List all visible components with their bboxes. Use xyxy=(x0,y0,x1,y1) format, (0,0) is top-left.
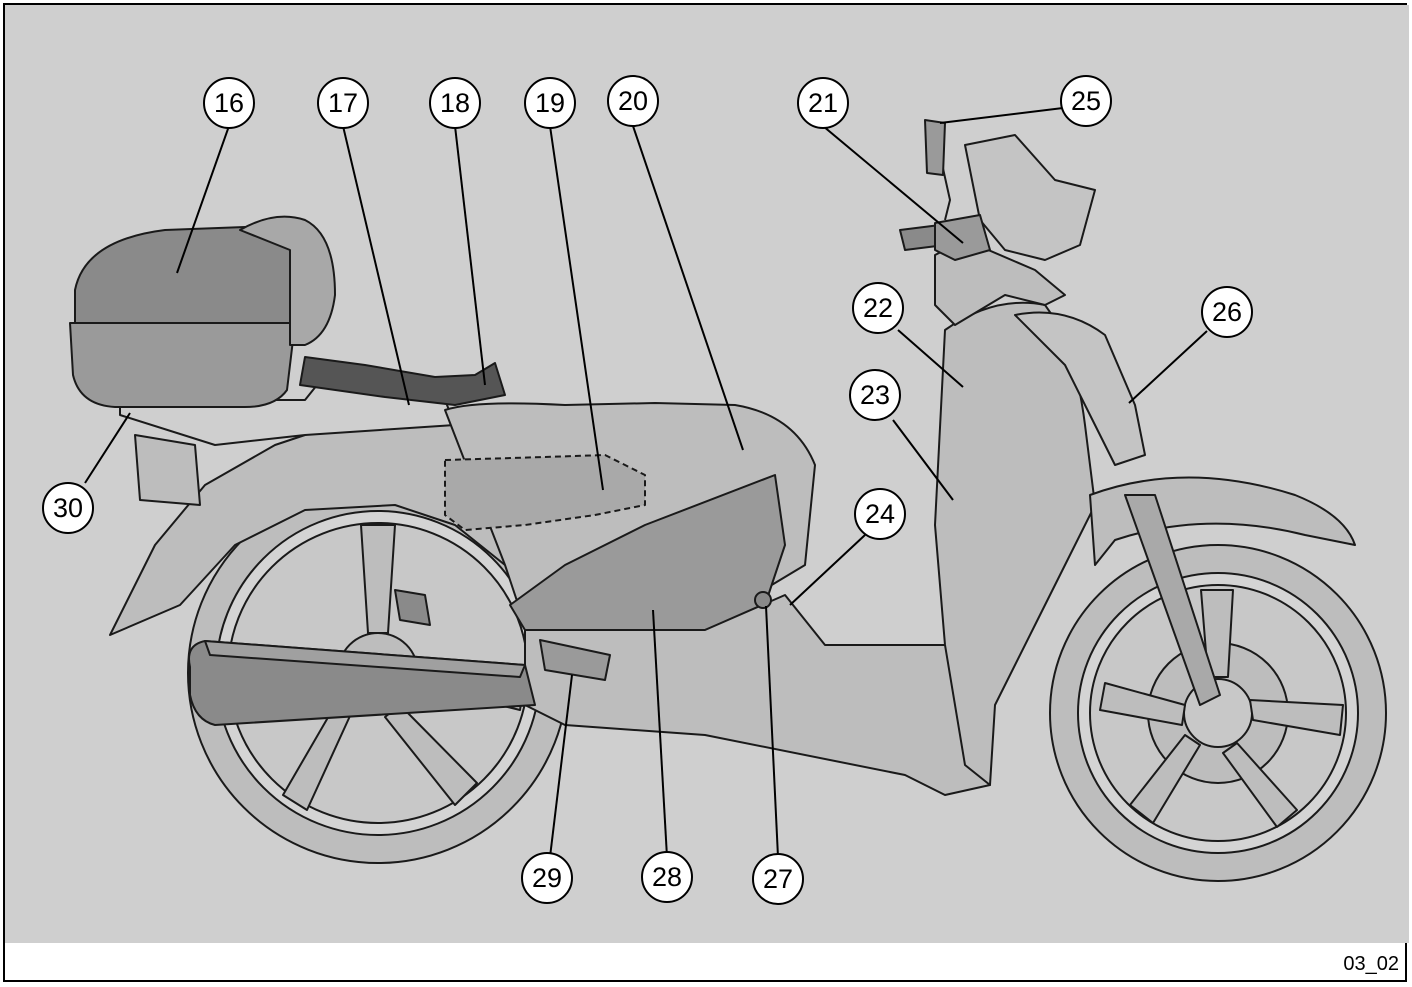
callout-22: 22 xyxy=(852,282,904,334)
top-case xyxy=(69,215,336,408)
leader-lines xyxy=(84,107,1208,858)
callout-29: 29 xyxy=(521,852,573,904)
front-wheel xyxy=(1049,544,1387,882)
callouts: 16 17 18 19 20 21 xyxy=(42,75,1253,905)
callout-27: 27 xyxy=(752,853,804,905)
callout-16-label: 16 xyxy=(214,88,244,118)
callout-20-label: 20 xyxy=(618,86,648,116)
leader-27 xyxy=(765,605,779,858)
callout-19-label: 19 xyxy=(535,88,565,118)
callout-21: 21 xyxy=(797,77,849,129)
callout-25: 25 xyxy=(1060,75,1112,127)
leader-23 xyxy=(892,419,954,501)
leader-26 xyxy=(1128,330,1208,404)
mirror xyxy=(924,119,946,176)
callout-26: 26 xyxy=(1201,286,1253,338)
leader-21 xyxy=(822,125,964,244)
left-switch xyxy=(934,214,991,261)
callout-30-label: 30 xyxy=(53,493,83,523)
callout-26-label: 26 xyxy=(1212,297,1242,327)
callout-17-label: 17 xyxy=(328,88,358,118)
leader-25 xyxy=(939,107,1064,124)
callout-25-label: 25 xyxy=(1071,86,1101,116)
callout-28-label: 28 xyxy=(652,862,682,892)
under-seat-storage xyxy=(444,454,646,531)
drain-bolt xyxy=(754,591,772,609)
callout-18-label: 18 xyxy=(440,88,470,118)
leader-16 xyxy=(176,125,230,274)
callout-22-label: 22 xyxy=(863,293,893,323)
scooter-diagram: 16 17 18 19 20 21 xyxy=(5,5,1409,943)
figure-frame: 16 17 18 19 20 21 xyxy=(3,3,1409,982)
leader-28 xyxy=(652,609,668,858)
front-panel xyxy=(1014,311,1146,466)
scooter-illustration xyxy=(69,119,1387,882)
callout-23-label: 23 xyxy=(860,380,890,410)
callout-28: 28 xyxy=(641,851,693,903)
leader-24 xyxy=(789,534,866,606)
callout-27-label: 27 xyxy=(763,864,793,894)
callout-19: 19 xyxy=(524,77,576,129)
leader-20 xyxy=(632,125,744,451)
callout-20: 20 xyxy=(607,75,659,127)
leader-18 xyxy=(454,125,486,386)
callout-30: 30 xyxy=(42,482,94,534)
leader-19 xyxy=(549,125,604,491)
callout-21-label: 21 xyxy=(808,88,838,118)
callout-18: 18 xyxy=(429,77,481,129)
figure-code: 03_02 xyxy=(1343,953,1399,975)
callout-24-label: 24 xyxy=(865,499,895,529)
leader-29 xyxy=(549,674,573,858)
callout-17: 17 xyxy=(317,77,369,129)
rear-footrest xyxy=(539,639,611,681)
callout-23: 23 xyxy=(849,369,901,421)
rear-shock xyxy=(394,589,431,626)
leader-17 xyxy=(342,125,410,406)
callout-16: 16 xyxy=(203,77,255,129)
callout-24: 24 xyxy=(854,488,906,540)
front-fork xyxy=(1124,494,1221,706)
leader-22 xyxy=(897,329,964,388)
rear-light-housing xyxy=(134,434,201,506)
callout-29-label: 29 xyxy=(532,863,562,893)
exhaust-muffler xyxy=(188,640,536,726)
leader-30 xyxy=(84,412,131,484)
windscreen xyxy=(964,134,1096,261)
